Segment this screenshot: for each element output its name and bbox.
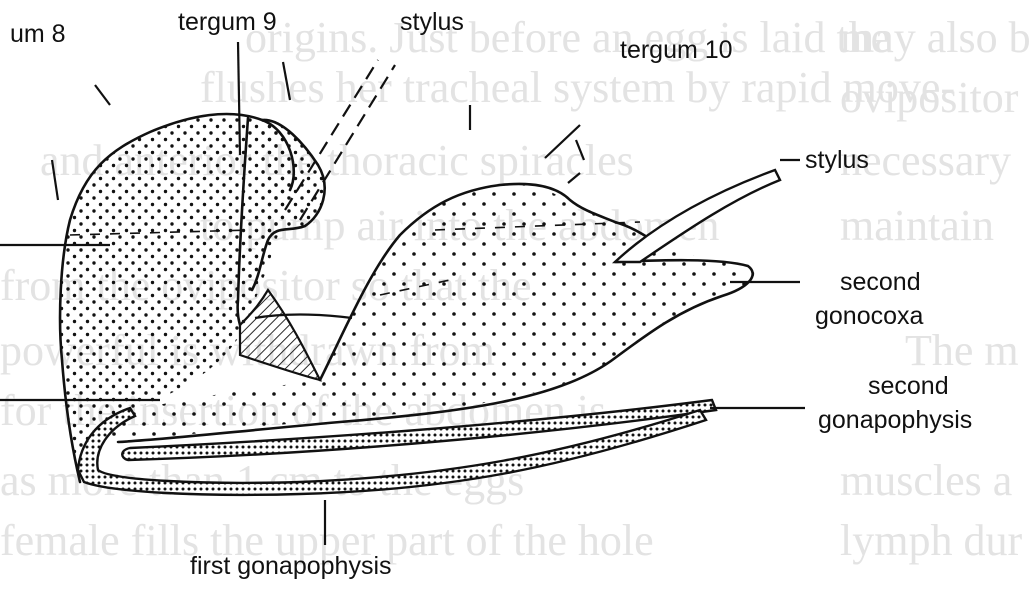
label-first-gonapophysis: first gonapophysis: [190, 552, 392, 580]
label-second-gonocoxa-1: second: [840, 268, 921, 296]
ghost-line: may also be: [840, 13, 1032, 62]
ghost-line: lymph dur: [840, 516, 1022, 565]
ghost-line: origins. Just before an egg is laid the: [245, 13, 890, 62]
label-sternum-8: um 8: [10, 20, 66, 48]
label-stylus-right: stylus: [805, 146, 869, 174]
label-second-gonocoxa-2: gonocoxa: [815, 302, 924, 330]
ghost-line: ovipositor: [840, 73, 1019, 122]
label-tergum-10: tergum 10: [620, 36, 733, 64]
ghost-line: maintain: [840, 201, 994, 250]
label-second-gonapophysis-2: gonapophysis: [818, 406, 972, 434]
label-tergum-9: tergum 9: [178, 8, 277, 36]
ghost-line: muscles a: [840, 456, 1012, 505]
label-second-gonapophysis-1: second: [868, 372, 949, 400]
label-stylus-top: stylus: [400, 8, 464, 36]
ghost-line: The m: [905, 326, 1019, 375]
